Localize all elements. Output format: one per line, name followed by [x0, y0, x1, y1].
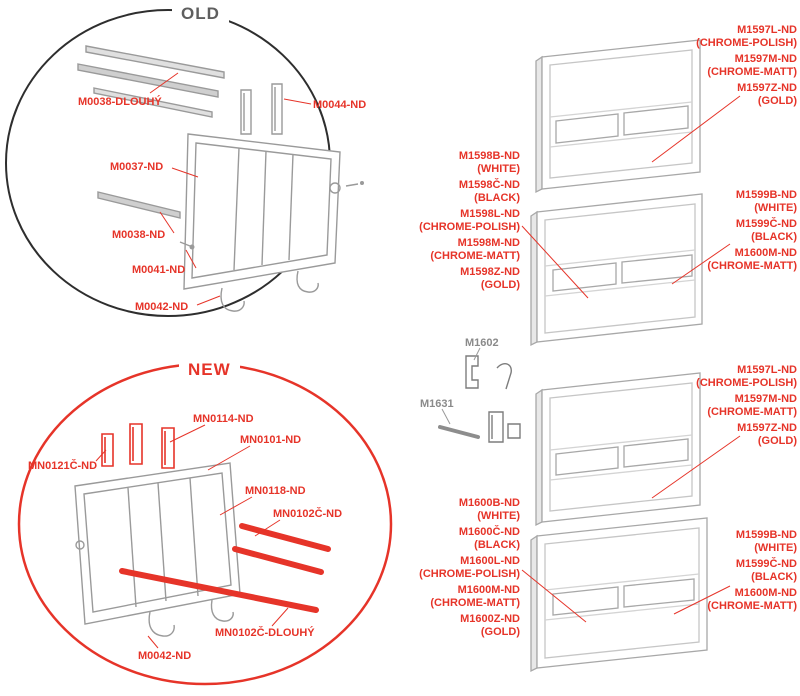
part-label: M1598B-ND (WHITE) [458, 150, 520, 175]
grey-leader-lines [441, 347, 481, 425]
part-label: M1600M-ND (CHROME-MATT) [707, 587, 797, 612]
new-red-rail-2 [232, 546, 324, 575]
old-rail-short [97, 191, 181, 219]
small-parts-drawing [438, 355, 521, 443]
new-frame-inner [83, 472, 232, 613]
part-label: M1599Č-ND (BLACK) [735, 558, 797, 583]
old-peg [189, 244, 195, 250]
plate4-button-right [623, 578, 695, 608]
plate-group-m1597-top: M1597L-ND (CHROME-POLISH) M1597M-ND (CHR… [696, 24, 797, 111]
part-m1631-cap [507, 423, 521, 439]
old-hook-1 [220, 287, 245, 312]
leader-lines [95, 72, 741, 649]
plate-group-m1599-lower: M1599B-ND (WHITE) M1599Č-ND (BLACK) M160… [707, 529, 797, 616]
part-label-mn0101-nd: MN0101-ND [240, 434, 302, 446]
part-label-m1602: M1602 [465, 337, 499, 349]
part-label: M1599B-ND (WHITE) [735, 529, 797, 554]
part-label: M1600M-ND (CHROME-MATT) [430, 584, 520, 609]
old-clip-1 [240, 89, 252, 135]
part-label: M1598Č-ND (BLACK) [458, 179, 520, 204]
new-red-rail-1 [239, 523, 331, 552]
plate1-button-right [623, 105, 689, 136]
part-label: M1597L-ND (CHROME-POLISH) [696, 24, 797, 49]
part-label: M1600Z-ND (GOLD) [460, 613, 520, 638]
part-label: M1597Z-ND (GOLD) [737, 82, 797, 107]
part-label: M1597Z-ND (GOLD) [737, 422, 797, 447]
part-m1602-bracket [465, 355, 479, 389]
old-assembly-drawing [77, 45, 364, 312]
part-label: M1598M-ND (CHROME-MATT) [430, 237, 520, 262]
part-label-m0041-nd: M0041-ND [132, 264, 186, 276]
plate-group-m1600: M1600B-ND (WHITE) M1600Č-ND (BLACK) M160… [419, 497, 520, 642]
part-label: M1597M-ND (CHROME-MATT) [707, 53, 797, 78]
flush-plate-3 [535, 372, 701, 527]
flush-plate-2 [530, 193, 703, 347]
new-frame-knob [75, 540, 85, 550]
part-label-m0044-nd: M0044-ND [313, 99, 367, 111]
part-label: M1600Č-ND (BLACK) [458, 526, 520, 551]
flush-plate-1 [535, 39, 701, 194]
part-label: M1597L-ND (CHROME-POLISH) [696, 364, 797, 389]
plate3-button-right [623, 438, 689, 468]
old-hook-2 [296, 270, 319, 293]
old-rail-long-2 [77, 63, 219, 98]
old-rail-long-1 [85, 45, 225, 79]
part-label-mn0118-nd: MN0118-ND [245, 485, 306, 497]
old-clip-2 [271, 83, 283, 135]
part-label-mn0114-nd: MN0114-ND [193, 413, 254, 425]
plate2-button-right [621, 254, 693, 284]
new-section-title: NEW [179, 361, 240, 379]
new-assembly-drawing [74, 423, 331, 637]
plate1-button-left [555, 113, 619, 144]
part-label-mn0102c-dlouhy: MN0102Č-DLOUHÝ [215, 627, 315, 639]
part-label-m0038-dlouhy: M0038-DLOUHÝ [78, 96, 162, 108]
plate-group-m1599-upper: M1599B-ND (WHITE) M1599Č-ND (BLACK) M160… [707, 189, 797, 276]
part-label: M1600M-ND (CHROME-MATT) [707, 247, 797, 272]
part-label: M1600B-ND (WHITE) [458, 497, 520, 522]
new-red-clip-1 [129, 423, 143, 465]
plate3-button-left [555, 446, 619, 476]
part-label-m1631: M1631 [420, 398, 454, 410]
old-frame-outer [183, 133, 341, 290]
new-red-rail-long [119, 568, 319, 613]
old-frame-knob [329, 182, 341, 194]
part-m1631-clip [488, 411, 504, 443]
part-label: M1597M-ND (CHROME-MATT) [707, 393, 797, 418]
part-m1631-pin [438, 425, 480, 439]
old-frame-inner [191, 142, 332, 279]
part-label-m0038-nd: M0038-ND [112, 229, 166, 241]
new-red-clip-2 [161, 427, 175, 469]
new-red-clip-left [101, 433, 114, 467]
plate-group-m1598: M1598B-ND (WHITE) M1598Č-ND (BLACK) M159… [419, 150, 520, 295]
plate-group-m1597-lower: M1597L-ND (CHROME-POLISH) M1597M-ND (CHR… [696, 364, 797, 451]
part-label: M1599Č-ND (BLACK) [735, 218, 797, 243]
part-label: M1600L-ND (CHROME-POLISH) [419, 555, 520, 580]
part-label-m0042-nd-new: M0042-ND [138, 650, 192, 662]
plate4-button-left [552, 586, 619, 616]
part-label-mn0121c-nd: MN0121Č-ND [28, 460, 98, 472]
new-hook-2 [210, 599, 234, 622]
flush-plate-4 [530, 517, 708, 673]
part-label-m0037-nd: M0037-ND [110, 161, 164, 173]
part-label: M1598Z-ND (GOLD) [460, 266, 520, 291]
part-label: M1599B-ND (WHITE) [735, 189, 797, 214]
old-rail-long-3 [93, 87, 213, 118]
part-label-m0042-nd-old: M0042-ND [135, 301, 189, 313]
new-hook-1 [148, 611, 175, 637]
plate2-button-left [552, 262, 617, 292]
old-section-title: OLD [172, 5, 229, 23]
part-m1602-hook [496, 363, 512, 390]
part-label: M1598L-ND (CHROME-POLISH) [419, 208, 520, 233]
part-label-mn0102c-nd: MN0102Č-ND [273, 508, 343, 520]
